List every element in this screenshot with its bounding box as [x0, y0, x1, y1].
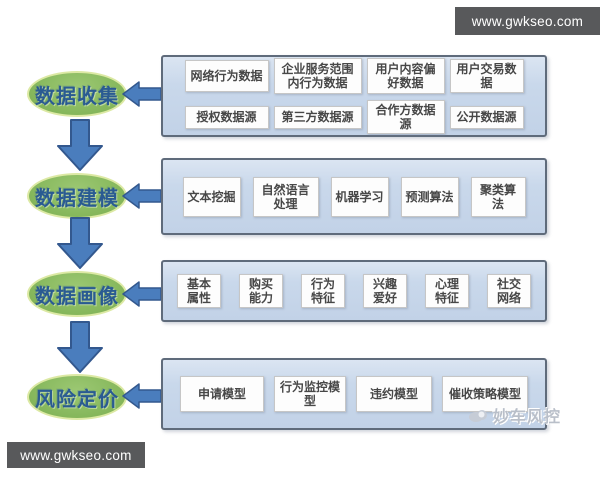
flow-item-box: 用户内容偏 好数据 — [366, 58, 445, 94]
left-arrow-icon — [122, 281, 162, 307]
flow-item-box: 申请模型 — [180, 376, 264, 412]
flow-item-label: 行为监控模 型 — [279, 380, 340, 408]
flow-item-box: 机器学习 — [330, 176, 389, 217]
flow-item-label: 社交 网络 — [496, 277, 521, 305]
left-arrow-icon — [122, 81, 162, 107]
stage-panel-data-profiling: 基本 属性 购买 能力 行为 特征 兴趣 爱好 心理 特征 社交 网络 — [161, 260, 547, 322]
stage-label: 数据建模 — [35, 185, 119, 210]
flow-item-label: 兴趣 爱好 — [372, 277, 397, 305]
flow-item-label: 基本 属性 — [186, 277, 211, 305]
flow-item-label: 聚类算法 — [479, 182, 516, 211]
flow-item-box: 授权数据源 — [184, 105, 269, 129]
flow-item-label: 合作方数据源 — [375, 103, 436, 131]
stage-ellipse-data-collection: 数据收集 — [27, 71, 127, 117]
flow-item-label: 用户内容偏 好数据 — [375, 62, 436, 90]
flow-item-label: 第三方数据源 — [281, 110, 354, 124]
flow-item-box: 预测算法 — [400, 176, 459, 217]
corner-watermark: 妙车风控 — [468, 403, 561, 427]
flow-item-label: 申请模型 — [197, 387, 246, 401]
down-arrow-icon — [57, 119, 103, 171]
stage-ellipse-data-modeling: 数据建模 — [27, 173, 127, 219]
watermark-logo-icon — [469, 410, 487, 422]
flow-item-label: 催收策略模型 — [448, 387, 521, 401]
flow-item-box: 行为监控模 型 — [274, 376, 346, 412]
flow-item-box: 违约模型 — [356, 376, 432, 412]
flow-item-label: 用户交易数据 — [456, 62, 517, 90]
stage-label: 数据收集 — [35, 83, 119, 108]
flow-item-label: 自然语言 处理 — [261, 182, 310, 211]
left-arrow-icon — [122, 183, 162, 209]
down-arrow-icon — [57, 217, 103, 269]
site-url-text: www.gwkseo.com — [20, 447, 132, 463]
flow-item-label: 行为 特征 — [310, 277, 335, 305]
stage-panel-risk-pricing: 申请模型 行为监控模 型 违约模型 催收策略模型 — [161, 358, 547, 430]
flow-item-label: 授权数据源 — [196, 110, 257, 124]
left-arrow-icon — [122, 383, 162, 409]
panel-row: 文本挖掘 自然语言 处理 机器学习 预测算法 聚类算法 — [173, 176, 535, 217]
flow-item-box: 自然语言 处理 — [252, 176, 319, 217]
flow-item-box: 购买 能力 — [239, 274, 283, 308]
watermark-bar-bottom: www.gwkseo.com — [7, 442, 145, 468]
stage-ellipse-data-profiling: 数据画像 — [27, 271, 127, 317]
panel-row: 授权数据源 第三方数据源 合作方数据源 公开数据源 — [173, 100, 535, 134]
stage-label: 风险定价 — [35, 386, 119, 411]
flow-item-box: 合作方数据源 — [366, 100, 445, 134]
flow-item-box: 文本挖掘 — [182, 176, 241, 217]
flow-item-label: 心理 特征 — [434, 277, 459, 305]
watermark-text: 妙车风控 — [493, 407, 562, 426]
site-url-text: www.gwkseo.com — [471, 13, 584, 29]
flow-item-box: 第三方数据源 — [273, 105, 362, 129]
flow-item-box: 社交 网络 — [487, 274, 531, 308]
panel-row: 基本 属性 购买 能力 行为 特征 兴趣 爱好 心理 特征 社交 网络 — [173, 274, 535, 308]
flow-item-label: 企业服务范围 内行为数据 — [281, 62, 354, 90]
stage-panel-data-collection: 网络行为数据 企业服务范围 内行为数据 用户内容偏 好数据 用户交易数据 授权数… — [161, 55, 547, 137]
flow-item-box: 心理 特征 — [425, 274, 469, 308]
flow-item-box: 兴趣 爱好 — [363, 274, 407, 308]
flow-item-label: 预测算法 — [405, 189, 454, 204]
stage-ellipse-risk-pricing: 风险定价 — [27, 374, 127, 420]
stage-label: 数据画像 — [35, 283, 119, 308]
flow-item-box: 网络行为数据 — [184, 60, 269, 92]
flow-item-box: 基本 属性 — [177, 274, 221, 308]
flow-item-box: 企业服务范围 内行为数据 — [273, 58, 362, 94]
flow-item-label: 文本挖掘 — [187, 189, 236, 204]
flow-item-box: 用户交易数据 — [449, 59, 524, 93]
stage-panel-data-modeling: 文本挖掘 自然语言 处理 机器学习 预测算法 聚类算法 — [161, 158, 547, 235]
panel-row: 申请模型 行为监控模 型 违约模型 催收策略模型 — [173, 376, 535, 412]
watermark-bar-top: www.gwkseo.com — [455, 7, 600, 35]
flow-item-box: 催收策略模型 — [442, 376, 528, 412]
flow-item-label: 网络行为数据 — [190, 69, 263, 83]
flow-item-label: 购买 能力 — [248, 277, 273, 305]
flow-item-box: 聚类算法 — [470, 176, 526, 217]
flow-item-box: 公开数据源 — [449, 105, 524, 129]
panel-row: 网络行为数据 企业服务范围 内行为数据 用户内容偏 好数据 用户交易数据 — [173, 58, 535, 94]
flow-item-label: 机器学习 — [335, 189, 384, 204]
flow-item-label: 公开数据源 — [456, 110, 517, 124]
down-arrow-icon — [57, 321, 103, 373]
flow-item-box: 行为 特征 — [301, 274, 345, 308]
flow-item-label: 违约模型 — [369, 387, 418, 401]
